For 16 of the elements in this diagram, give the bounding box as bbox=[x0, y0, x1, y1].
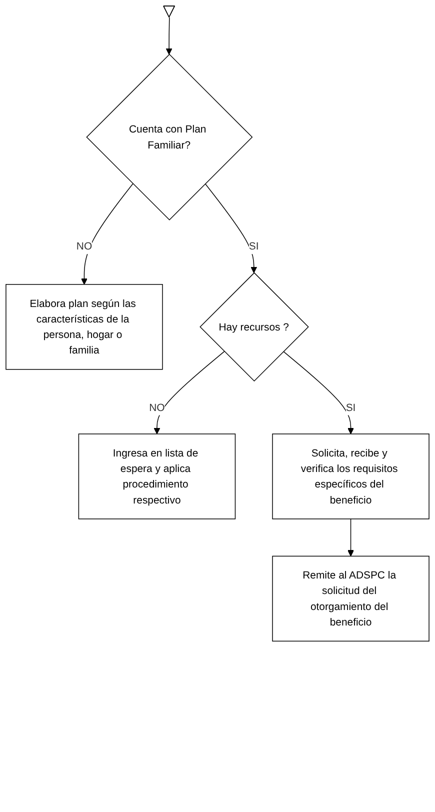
edge-label: SI bbox=[248, 240, 259, 252]
node-diamond: Cuenta con Plan Familiar? bbox=[86, 54, 253, 220]
arrow bbox=[347, 518, 354, 556]
edge-label: NO bbox=[149, 401, 165, 414]
arrow bbox=[283, 351, 354, 434]
arrow bbox=[204, 183, 258, 274]
node-box: Solicita, recibe y verifica los requisitos específicos del beneficio bbox=[272, 434, 430, 520]
arrow bbox=[166, 17, 172, 55]
node-box: Elabora plan según las características de la persona, hogar o familia bbox=[6, 284, 163, 370]
node-diamond: Hay recursos ? bbox=[200, 272, 309, 382]
node-box: Remite al ADSPC la solicitud del otorgamiento del beneficio bbox=[272, 556, 430, 642]
node-box: Ingresa en lista de espera y aplica procedimiento respectivo bbox=[78, 434, 236, 520]
arrow bbox=[154, 351, 225, 434]
edge-label: SI bbox=[346, 401, 356, 414]
edge-label: NO bbox=[76, 240, 92, 252]
arrow bbox=[80, 183, 134, 285]
